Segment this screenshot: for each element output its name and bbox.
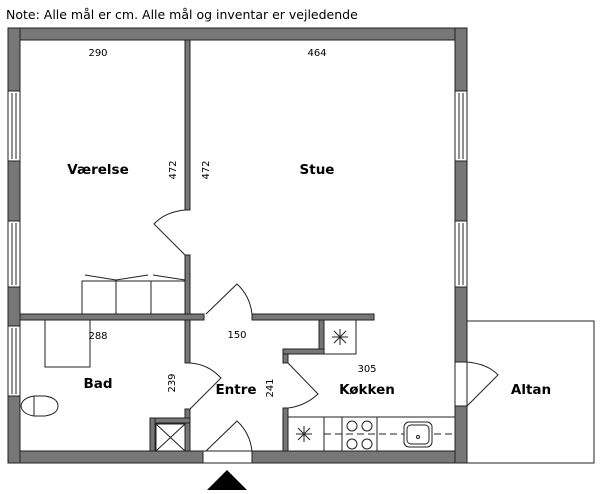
koekken-width: 305 xyxy=(357,364,376,375)
bathroom-vanity xyxy=(44,319,91,368)
stue-depth: 472 xyxy=(201,160,212,179)
bad-width: 288 xyxy=(88,331,107,342)
sink-icon xyxy=(403,421,433,448)
entrance-arrow-icon xyxy=(207,470,247,490)
room-label-entre: Entre xyxy=(215,382,256,398)
wardrobe xyxy=(81,274,186,315)
shower-icon xyxy=(155,423,186,452)
kitchen-counter xyxy=(287,416,456,452)
toilet-icon xyxy=(20,395,59,417)
doors xyxy=(153,209,499,464)
room-label-vaerelse: Værelse xyxy=(67,162,129,178)
fridge-icon xyxy=(323,319,357,355)
vaerelse-width: 290 xyxy=(88,48,107,59)
stove-icon xyxy=(346,420,373,450)
vaerelse-depth: 472 xyxy=(168,160,179,179)
room-label-bad: Bad xyxy=(83,376,112,392)
windows xyxy=(7,90,468,397)
entre-depth: 241 xyxy=(265,378,276,397)
balcony-outline xyxy=(466,320,595,464)
interior-walls xyxy=(19,39,375,452)
room-label-koekken: Køkken xyxy=(339,382,395,398)
bad-depth: 239 xyxy=(167,373,178,392)
room-label-stue: Stue xyxy=(300,162,335,178)
entre-width: 150 xyxy=(227,330,246,341)
note-text: Note: Alle mål er cm. Alle mål og invent… xyxy=(6,7,358,22)
stue-width: 464 xyxy=(307,48,326,59)
room-label-altan: Altan xyxy=(511,382,551,398)
